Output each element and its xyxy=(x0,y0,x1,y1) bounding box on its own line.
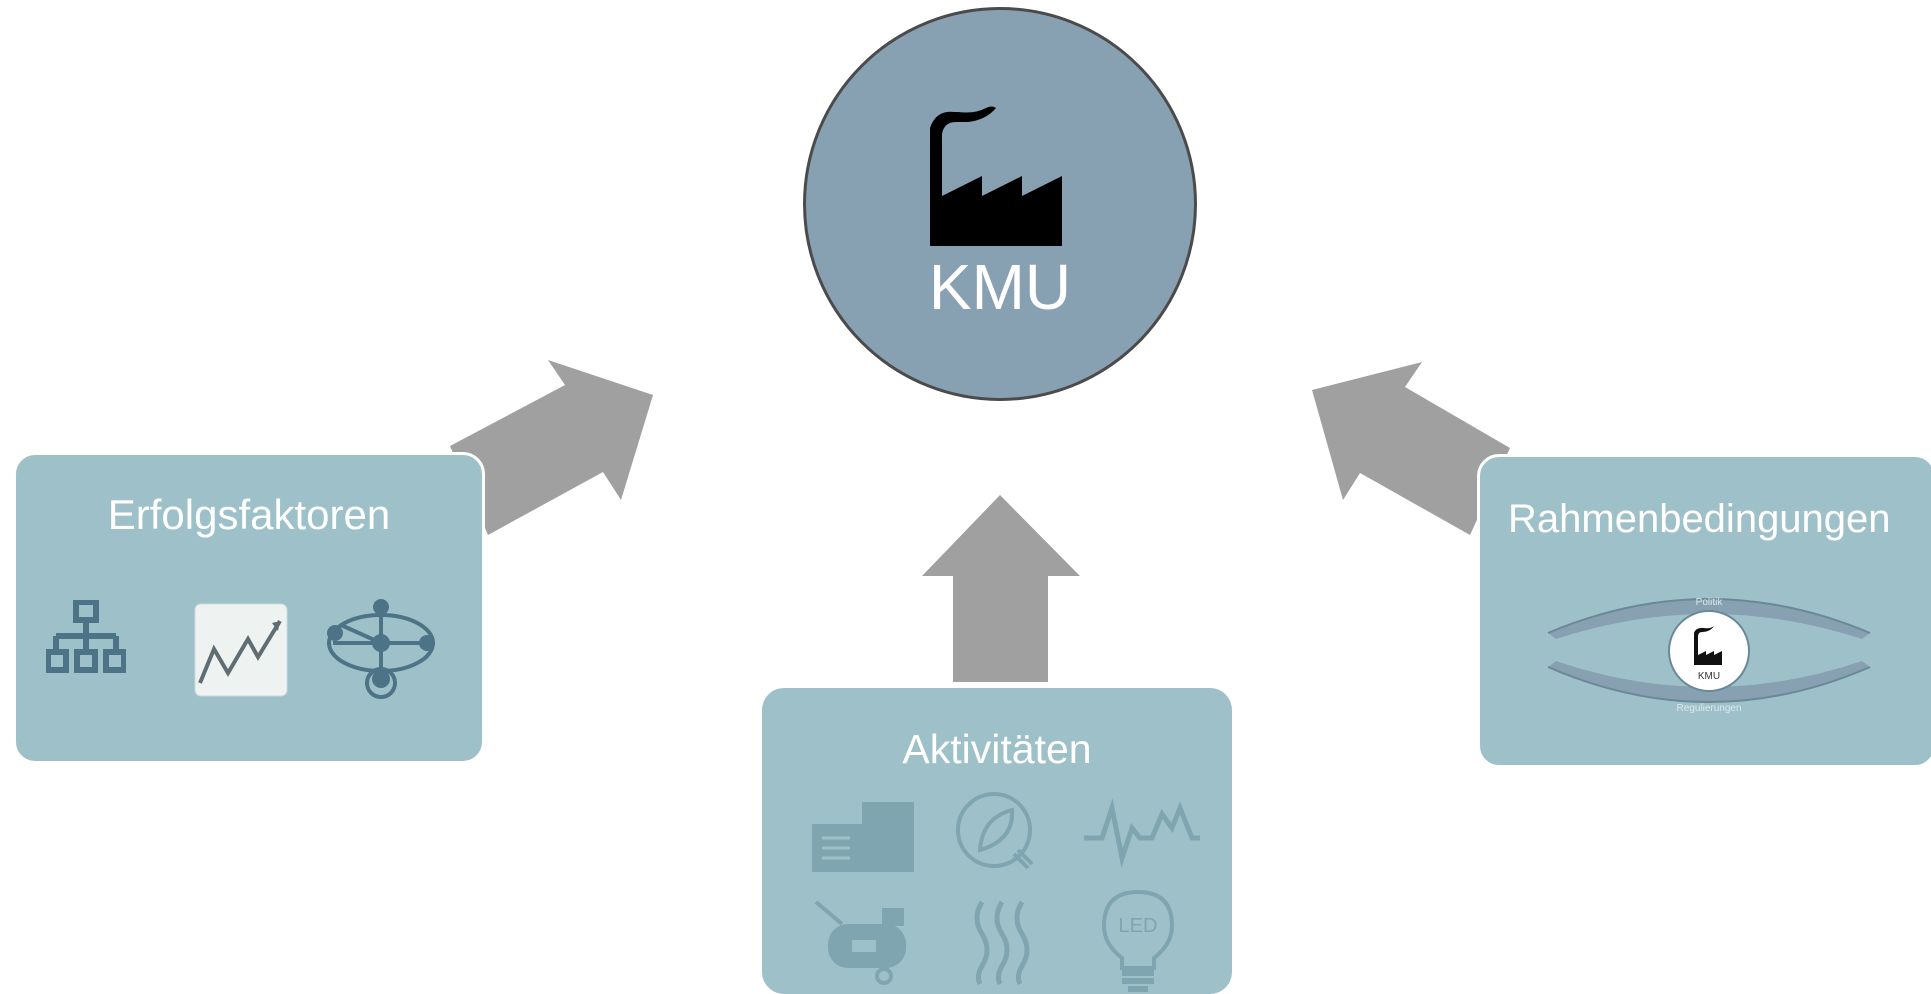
rahmenbedingungen-box: Rahmenbedingungen Politik Regulierungen … xyxy=(1477,454,1931,768)
led-bulb-icon: LED xyxy=(1101,889,1175,992)
kmu-circle: KMU xyxy=(803,7,1197,401)
heat-icon xyxy=(974,900,1030,986)
erfolgsfaktoren-box: Erfolgsfaktoren xyxy=(13,452,485,764)
growth-chart-icon xyxy=(194,603,288,697)
aktivitaeten-title: Aktivitäten xyxy=(902,726,1092,772)
inner-kmu-label: KMU xyxy=(1698,671,1720,682)
org-chart-icon xyxy=(46,600,126,673)
ring-top-label: Politik xyxy=(1696,597,1724,608)
erfolgsfaktoren-title: Erfolgsfaktoren xyxy=(107,491,391,538)
aktivitaeten-box: Aktivitäten LED xyxy=(762,688,1232,994)
arrow-left xyxy=(450,360,653,535)
signal-wave-icon xyxy=(1084,798,1200,868)
led-label: LED xyxy=(1119,915,1158,937)
arrow-right xyxy=(1312,362,1510,535)
ring-bottom-label: Regulierungen xyxy=(1676,703,1741,714)
green-energy-icon xyxy=(956,792,1034,870)
network-icon xyxy=(327,599,435,699)
factory-icon-small xyxy=(1694,626,1722,665)
arrow-bottom xyxy=(922,495,1080,682)
compressor-icon xyxy=(814,900,906,985)
ring-diagram: Politik Regulierungen KMU xyxy=(1547,597,1871,714)
machine-icon xyxy=(812,802,914,872)
rahmenbedingungen-title: Rahmenbedingungen xyxy=(1508,497,1891,541)
factory-icon xyxy=(930,106,1062,246)
kmu-label: KMU xyxy=(928,251,1072,323)
